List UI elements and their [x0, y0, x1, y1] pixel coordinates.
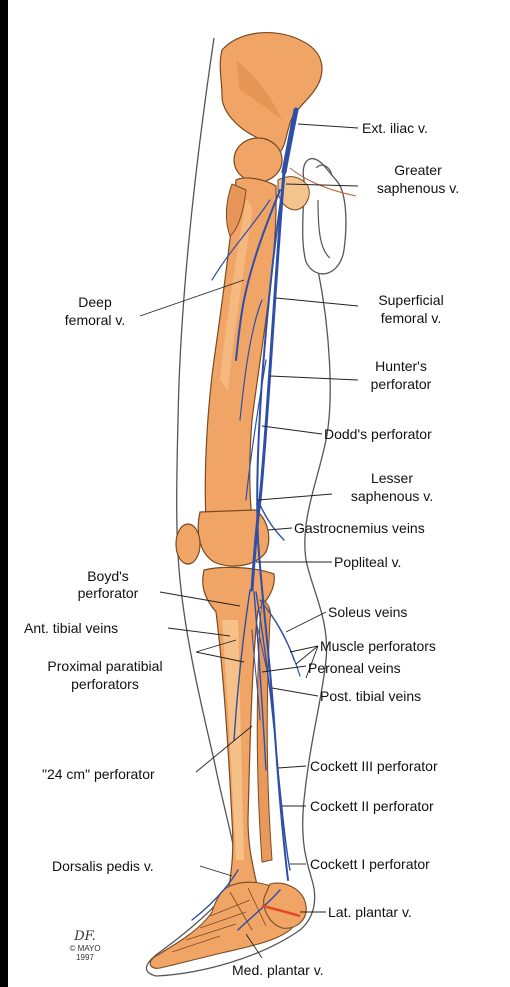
label-gastrocnemius: Gastrocnemius veins [294, 520, 425, 536]
leader-cockett3 [278, 766, 306, 768]
fibula [257, 600, 272, 862]
label-greater-saphenous-line1: Greater [360, 162, 476, 178]
label-superficial-femoral-line2: femoral v. [356, 310, 466, 326]
label-deep-femoral-line2: femoral v. [50, 312, 140, 328]
label-lesser-saphenous-line1: Lesser [334, 470, 450, 486]
label-deep-femoral-line1: Deep [50, 294, 140, 310]
leader-lesser-saphenous [258, 494, 332, 500]
label-cockett3: Cockett III perforator [310, 758, 438, 774]
label-cockett2: Cockett II perforator [310, 798, 434, 814]
label-ext-iliac: Ext. iliac v. [362, 120, 428, 136]
label-soleus: Soleus veins [328, 604, 407, 620]
label-greater-saphenous-line2: saphenous v. [360, 180, 476, 196]
genital-outline [303, 159, 346, 274]
label-superficial-femoral-line1: Superficial [356, 292, 466, 308]
label-dodds: Dodd's perforator [324, 426, 432, 442]
leader-post-tibial [272, 688, 318, 696]
muscle-perforator-veins [268, 610, 300, 676]
artist-signature: DF. © MAYO 1997 [50, 930, 120, 962]
label-hunters-line1: Hunter's [356, 358, 446, 374]
leader-dorsalis-pedis [200, 866, 232, 876]
label-boyds-line1: Boyd's [56, 568, 160, 584]
signature-year: 1997 [50, 953, 120, 962]
label-popliteal: Popliteal v. [334, 554, 401, 570]
patella [176, 524, 200, 564]
leader-soleus [286, 612, 326, 632]
signature-initials: DF. [50, 930, 120, 944]
label-lat-plantar: Lat. plantar v. [328, 904, 412, 920]
leader-dodds [262, 426, 322, 434]
leader-gastrocnemius [268, 528, 292, 530]
label-dorsalis-pedis: Dorsalis pedis v. [52, 858, 154, 874]
label-muscle-perforators: Muscle perforators [320, 638, 436, 654]
iliac-bone [220, 33, 322, 152]
femoral-head [234, 138, 282, 182]
label-hunters-line2: perforator [356, 376, 446, 392]
leader-hunters [270, 376, 358, 380]
label-post-tibial: Post. tibial veins [320, 688, 421, 704]
label-med-plantar: Med. plantar v. [232, 962, 324, 978]
label-peroneal: Peroneal veins [308, 660, 401, 676]
leader-ext-iliac [298, 124, 358, 128]
label-proximal-paratibial-line2: perforators [14, 676, 196, 692]
signature-copyright: © MAYO [50, 944, 120, 953]
label-cockett1: Cockett I perforator [310, 856, 430, 872]
label-boyds-line2: perforator [56, 585, 160, 601]
label-proximal-paratibial-line1: Proximal paratibial [14, 658, 196, 674]
leader-superficial-femoral [276, 298, 358, 306]
label-ant-tibial: Ant. tibial veins [24, 620, 118, 636]
label-lesser-saphenous-line2: saphenous v. [334, 488, 450, 504]
label-24cm: "24 cm" perforator [42, 766, 155, 782]
